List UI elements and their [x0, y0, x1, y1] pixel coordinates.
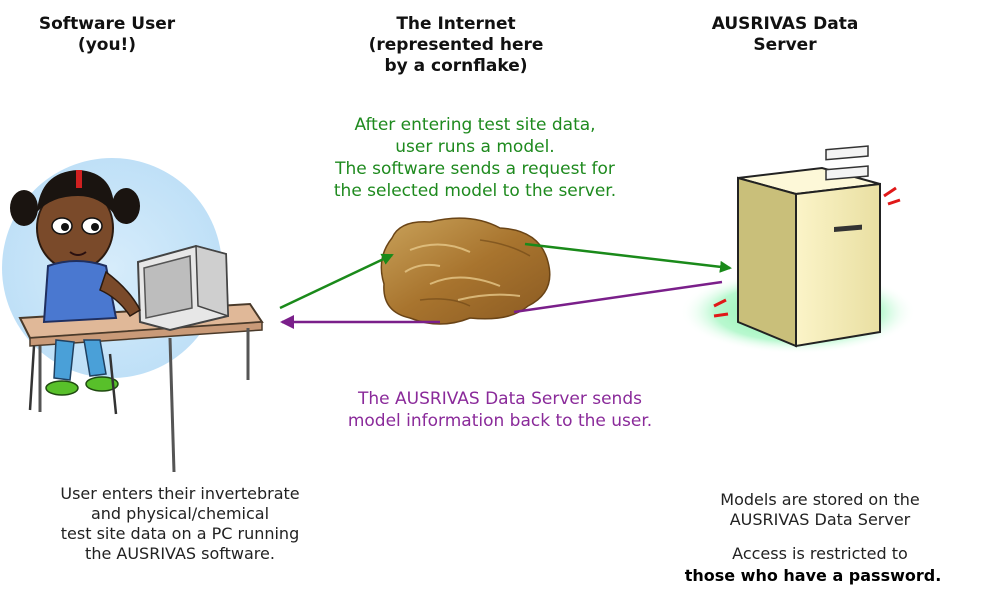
user-caption: User enters their invertebrate and physi…: [60, 484, 300, 563]
request-caption: After entering test site data, user runs…: [333, 115, 617, 201]
request-arrow-user-to-internet: [279, 253, 394, 310]
server-tower-illustration: [680, 145, 916, 354]
software-user-illustration: [2, 158, 264, 473]
response-arrows: [280, 280, 723, 329]
server-access-caption: Access is restricted to: [732, 544, 908, 563]
internet-heading: The Internet (represented here by a corn…: [368, 14, 544, 76]
response-arrow-server-to-internet: [513, 280, 723, 314]
server-storage-caption: Models are stored on the AUSRIVAS Data S…: [720, 490, 920, 529]
software-user-heading: Software User (you!): [38, 14, 176, 55]
server-access-bold-caption: those who have a password.: [684, 566, 942, 585]
cornflake-internet-illustration: [380, 217, 551, 325]
server-heading: AUSRIVAS Data Server: [711, 14, 859, 55]
request-arrow-internet-to-server: [524, 242, 732, 273]
request-arrows: [279, 242, 732, 310]
response-caption: The AUSRIVAS Data Server sends model inf…: [347, 389, 653, 431]
